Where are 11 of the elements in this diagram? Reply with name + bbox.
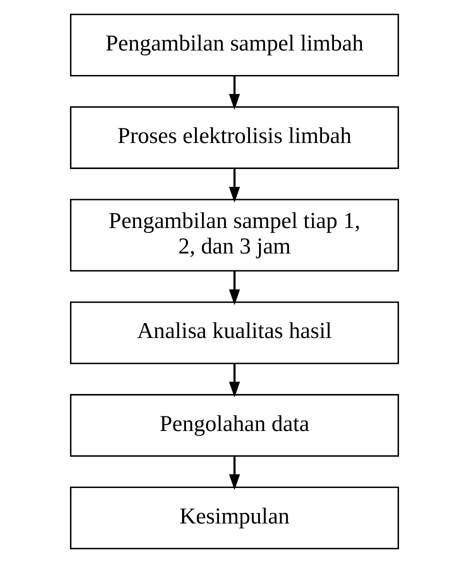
arrow [228, 456, 240, 490]
node-box: Pengambilan sampel limbah [69, 14, 399, 76]
node-box: Pengambilan sampel tiap 1, 2, dan 3 jam [69, 198, 399, 272]
arrow [228, 76, 240, 110]
arrow [228, 270, 240, 306]
node-box: Proses elektrolisis limbah [69, 106, 399, 169]
node-box: Pengolahan data [69, 394, 399, 457]
node-box: Analisa kualitas hasil [69, 301, 399, 364]
arrow [228, 364, 240, 398]
node-box: Kesimpulan [69, 486, 399, 550]
arrow [228, 168, 240, 203]
